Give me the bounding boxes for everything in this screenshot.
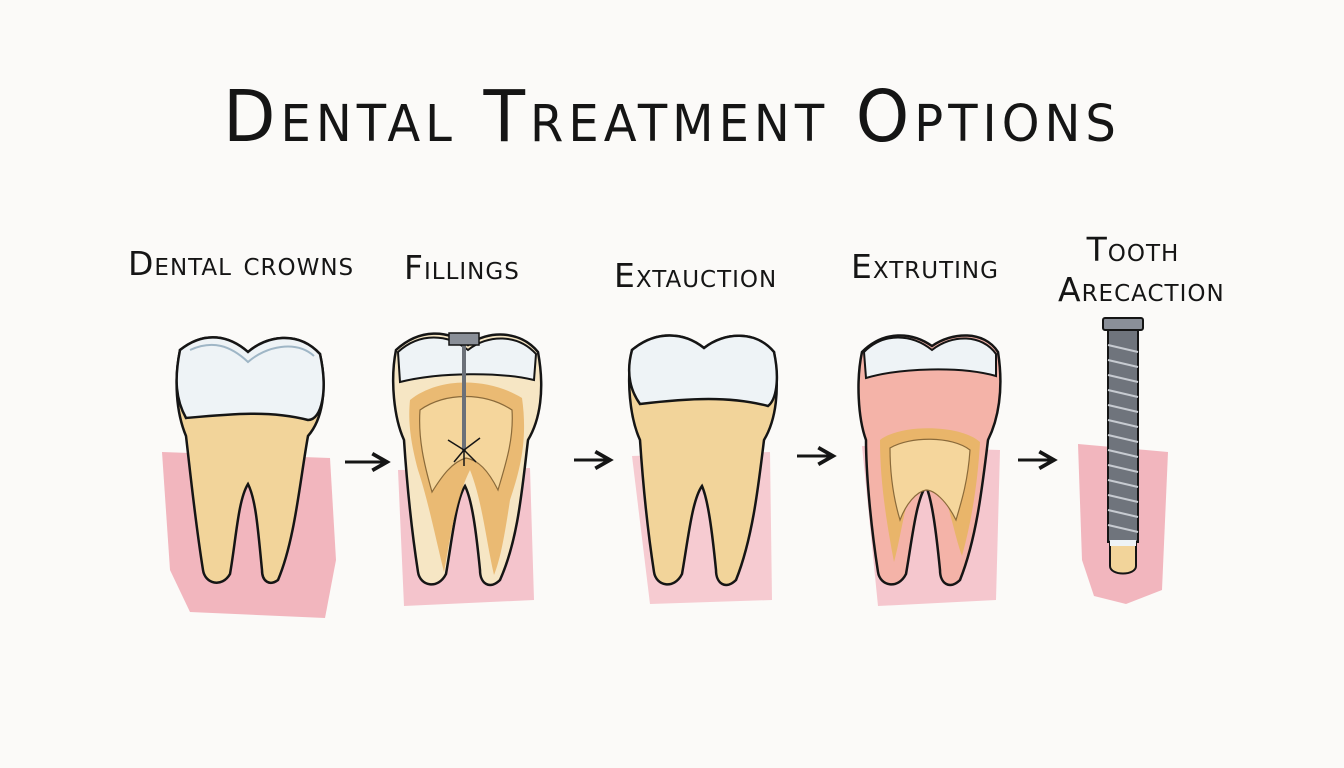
tooth-crown-illustration [162, 336, 336, 618]
implant-head [1102, 317, 1144, 331]
tooth-implant-illustration [1078, 317, 1168, 604]
tooth-filling-illustration [391, 332, 543, 606]
label-line-2: Arecaction [1058, 270, 1225, 309]
label-extruting: Extruting [851, 247, 999, 286]
tooth-extruding-illustration [857, 334, 1002, 606]
label-tooth-arecaction: Tooth Arecaction [1058, 230, 1225, 310]
label-line-1: Tooth [1086, 230, 1180, 269]
crack-lines [447, 437, 481, 466]
label-extauction: Extauction [614, 256, 778, 295]
implant-tip [1109, 541, 1137, 575]
crown-cap-1 [175, 336, 325, 422]
implant-threads [1107, 344, 1139, 533]
drill-head [448, 332, 480, 346]
tooth-extraction-illustration [627, 334, 779, 604]
label-fillings: Fillings [404, 248, 520, 287]
diagram-title: Dental Treatment Options [223, 76, 1121, 159]
label-dental-crowns: Dental crowns [128, 244, 355, 283]
